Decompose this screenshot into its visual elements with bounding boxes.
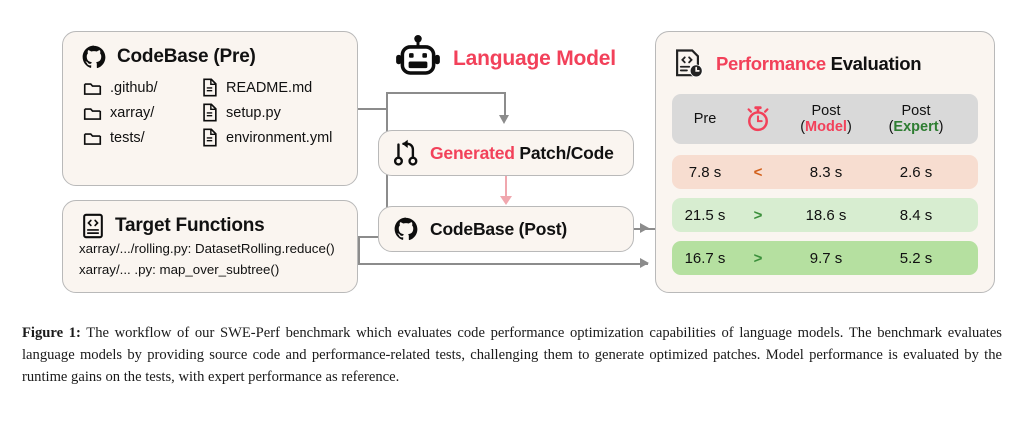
- file-item[interactable]: README.md: [201, 78, 357, 97]
- performance-table: Pre Post (Model): [656, 80, 994, 275]
- pink-arrowhead: [500, 196, 512, 205]
- cell-operator: <: [753, 163, 763, 181]
- generated-patch-label: Generated Patch/Code: [430, 143, 614, 164]
- header-post-model-line2: (Model): [800, 119, 852, 135]
- header-post-model-line1: Post: [811, 102, 841, 119]
- generated-patch-card: Generated Patch/Code: [378, 130, 634, 176]
- connector-pre-right: [358, 108, 388, 110]
- connector-target-to-eval: [358, 263, 648, 265]
- github-icon: [393, 216, 419, 242]
- cell-post-model: 8.3 s: [809, 163, 843, 181]
- codebase-post-label: CodeBase (Post): [430, 218, 568, 239]
- arrowhead-post-to-eval: [640, 223, 649, 233]
- folder-icon: [83, 104, 102, 122]
- codebase-post-row: CodeBase (Post): [379, 207, 633, 251]
- codebase-pre-title: CodeBase (Pre): [117, 46, 256, 67]
- connector-to-robot: [386, 92, 506, 94]
- table-row: 7.8 s < 8.3 s 2.6 s: [672, 155, 978, 189]
- file-icon: [201, 128, 218, 147]
- generated-rest-text: Patch/Code: [514, 142, 614, 163]
- table-row: 21.5 s > 18.6 s 8.4 s: [672, 198, 978, 232]
- git-pull-request-icon: [393, 139, 419, 167]
- folder-icon: [83, 129, 102, 147]
- cell-post-model: 18.6 s: [805, 206, 847, 224]
- codebase-pre-header: CodeBase (Pre): [63, 32, 357, 70]
- cell-pre: 21.5 s: [684, 206, 726, 224]
- target-function-line: xarray/.../rolling.py: DatasetRolling.re…: [79, 241, 335, 256]
- file-label: setup.py: [226, 104, 281, 121]
- file-icon: [201, 78, 218, 97]
- generated-patch-row: Generated Patch/Code: [379, 131, 633, 175]
- github-icon: [81, 44, 107, 70]
- file-label: environment.yml: [226, 129, 333, 146]
- performance-evaluation-title: Performance Evaluation: [716, 53, 922, 75]
- folder-label: tests/: [110, 129, 145, 146]
- code-document-icon: [81, 213, 105, 239]
- performance-evaluation-header: Performance Evaluation: [656, 32, 994, 80]
- figure-caption-text: The workflow of our SWE-Perf benchmark w…: [22, 325, 1002, 386]
- generated-accent-text: Generated: [430, 142, 515, 163]
- folder-icon: [83, 79, 102, 97]
- file-label: README.md: [226, 79, 313, 96]
- cell-operator: >: [753, 249, 763, 267]
- header-post-expert: Post (Expert): [874, 103, 958, 135]
- cell-pre: 7.8 s: [688, 163, 722, 181]
- target-functions-card: Target Functions xarray/.../rolling.py: …: [62, 200, 358, 293]
- figure-caption-label: Figure 1:: [22, 325, 81, 341]
- connector-robot-drop: [504, 92, 506, 116]
- folder-item[interactable]: .github/: [83, 78, 201, 97]
- folder-item[interactable]: xarray/: [83, 103, 201, 122]
- folder-item[interactable]: tests/: [83, 128, 201, 147]
- cell-post-expert: 2.6 s: [899, 163, 933, 181]
- codebase-pre-card: CodeBase (Pre) .github/ README.md: [62, 31, 358, 186]
- language-model-label: Language Model: [453, 47, 616, 70]
- cell-pre: 16.7 s: [684, 249, 726, 267]
- robot-icon: [395, 34, 441, 84]
- file-item[interactable]: environment.yml: [201, 128, 357, 147]
- table-header-row: Pre Post (Model): [672, 94, 978, 144]
- file-icon: [201, 103, 218, 122]
- header-expert-accent: Expert: [893, 119, 939, 135]
- figure-caption: Figure 1: The workflow of our SWE-Perf b…: [22, 322, 1002, 389]
- connector-target-drop: [358, 236, 360, 264]
- folder-label: .github/: [110, 79, 158, 96]
- workflow-diagram: CodeBase (Pre) .github/ README.md: [62, 31, 995, 293]
- cell-post-expert: 8.4 s: [899, 206, 933, 224]
- header-model-accent: Model: [805, 119, 847, 135]
- pink-connector-line: [505, 176, 508, 198]
- target-functions-title: Target Functions: [115, 215, 265, 236]
- target-functions-header: Target Functions: [63, 201, 357, 239]
- performance-document-clock-icon: [674, 48, 704, 80]
- codebase-post-card: CodeBase (Post): [378, 206, 634, 252]
- header-pre: Pre: [693, 111, 717, 127]
- performance-accent-text: Performance: [716, 53, 826, 74]
- arrowhead-target-to-eval: [640, 258, 649, 268]
- table-row: 16.7 s > 9.7 s 5.2 s: [672, 241, 978, 275]
- target-function-line: xarray/... .py: map_over_subtree(): [79, 261, 280, 277]
- arrowhead-to-generated-patch: [499, 115, 509, 124]
- codebase-pre-file-grid: .github/ README.md xarray/: [63, 70, 357, 147]
- language-model-group: Language Model: [395, 34, 616, 84]
- cell-operator: >: [753, 206, 763, 224]
- connector-target-right: [358, 236, 388, 238]
- header-post-model: Post (Model): [778, 103, 874, 135]
- cell-post-model: 9.7 s: [809, 249, 843, 267]
- performance-rest-text: Evaluation: [825, 53, 922, 74]
- stopwatch-icon: [738, 105, 778, 133]
- cell-post-expert: 5.2 s: [899, 249, 933, 267]
- file-item[interactable]: setup.py: [201, 103, 357, 122]
- header-post-expert-line1: Post: [901, 102, 931, 119]
- header-post-expert-line2: (Expert): [888, 119, 944, 135]
- folder-label: xarray/: [110, 104, 155, 121]
- performance-evaluation-panel: Performance Evaluation Pre: [655, 31, 995, 293]
